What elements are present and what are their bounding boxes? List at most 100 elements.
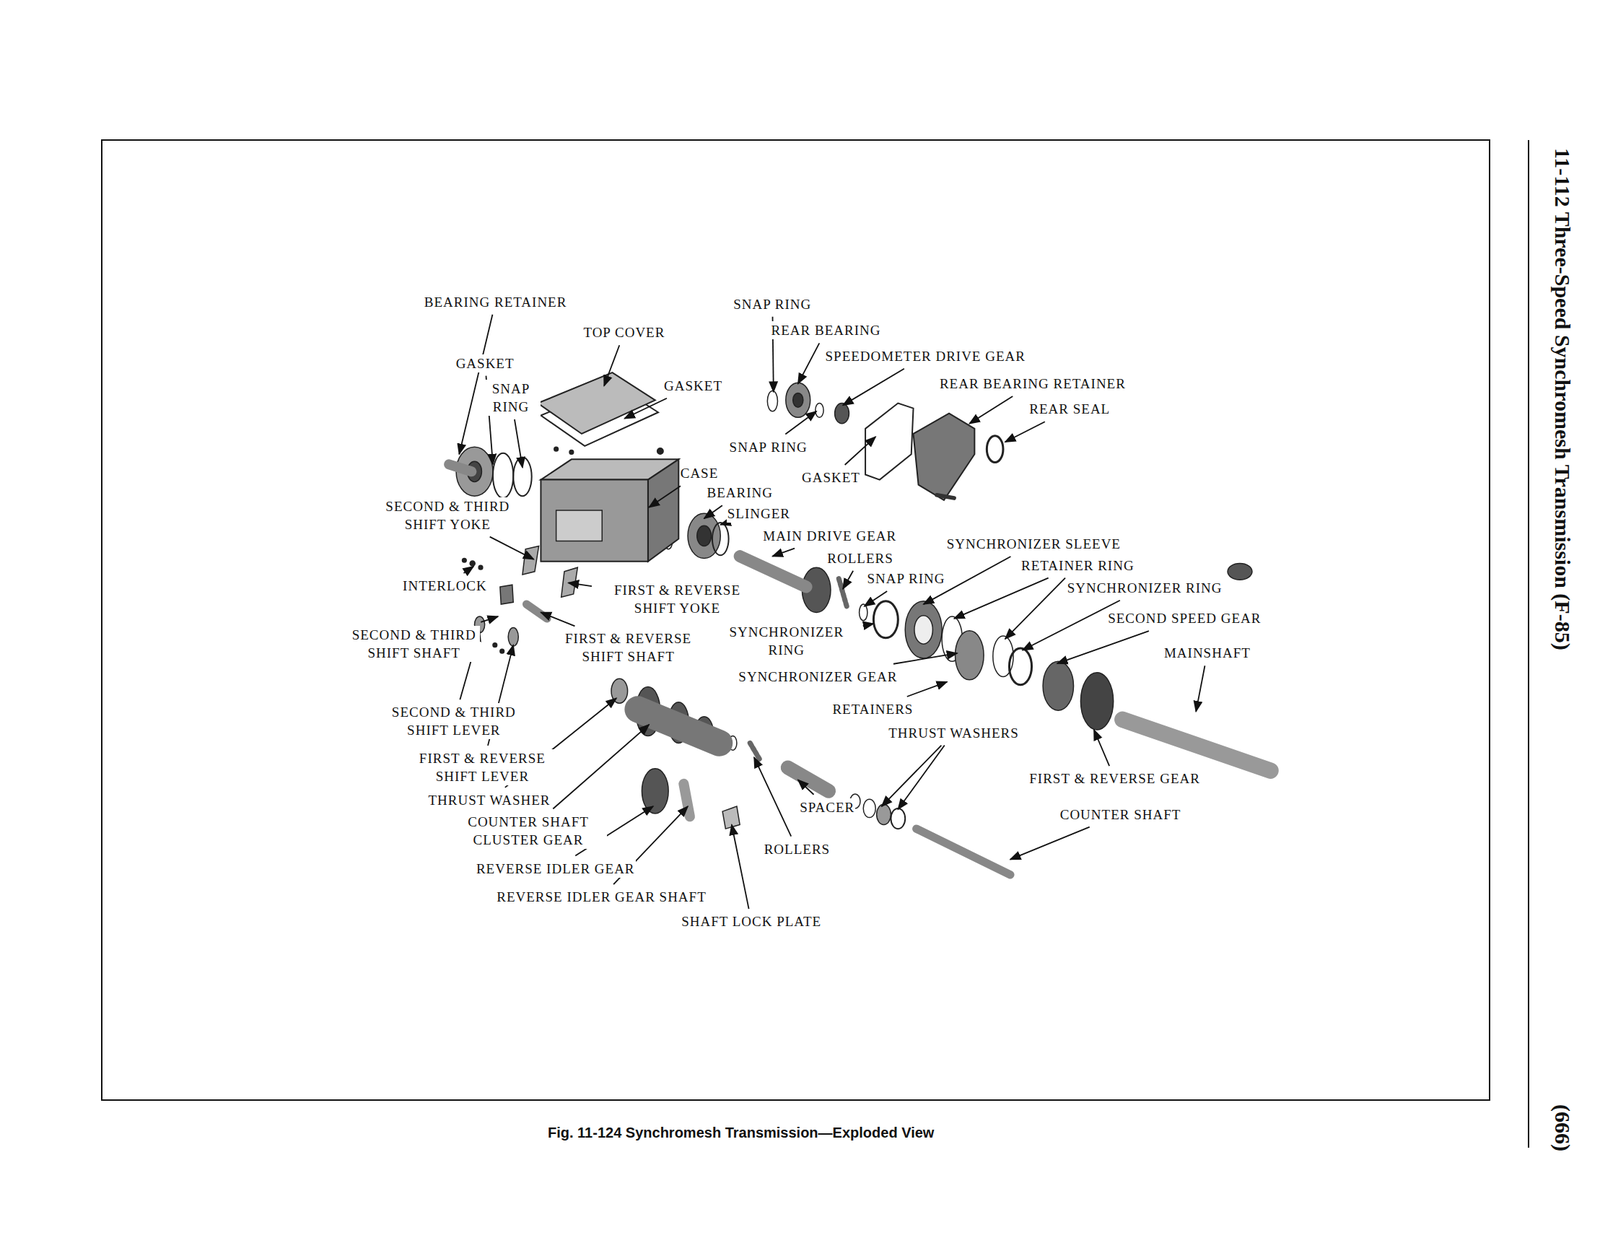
leader-line xyxy=(1022,600,1121,651)
leader-line xyxy=(1057,630,1149,664)
part-shape xyxy=(556,510,603,541)
part-label: REVERSE IDLER GEAR xyxy=(475,859,636,878)
leader-line xyxy=(568,582,592,587)
leader-line xyxy=(881,745,942,807)
leader-line xyxy=(604,344,620,386)
part-label: SECOND & THIRD SHIFT YOKE xyxy=(369,497,527,534)
leader-line xyxy=(1005,421,1046,442)
part-label: REAR SEAL xyxy=(1028,399,1111,418)
part-label: SYNCHRONIZER RING xyxy=(713,622,860,659)
leader-line xyxy=(648,485,681,507)
part-label: SYNCHRONIZER SLEEVE xyxy=(946,534,1122,553)
part-label: THRUST WASHERS xyxy=(887,723,1020,742)
leader-line xyxy=(552,724,649,810)
part-label: SLINGER xyxy=(726,504,791,523)
part-label: SECOND & THIRD SHIFT SHAFT xyxy=(348,625,480,662)
part-label: RETAINER RING xyxy=(1020,556,1136,575)
part-shape xyxy=(492,643,498,648)
leader-line xyxy=(845,436,877,465)
part-label: MAINSHAFT xyxy=(1163,643,1252,662)
part-shape xyxy=(914,615,933,645)
part-shape xyxy=(561,567,579,597)
part-label: SNAP RING xyxy=(481,379,541,416)
leader-line xyxy=(490,536,535,560)
part-label: GASKET xyxy=(801,468,861,487)
part-shape xyxy=(749,742,760,760)
leader-line xyxy=(480,616,498,623)
part-shape xyxy=(913,413,976,501)
part-shape xyxy=(469,560,475,566)
part-label: REAR BEARING RETAINER xyxy=(938,374,1127,393)
part-label: SYNCHRONIZER RING xyxy=(1066,578,1224,597)
part-shape xyxy=(637,709,720,744)
part-shape xyxy=(657,448,664,454)
figure-frame xyxy=(101,140,1490,1100)
part-label: GASKET xyxy=(663,376,724,395)
part-shape xyxy=(1042,661,1074,711)
part-label: SECOND & THIRD SHIFT LEVER xyxy=(375,702,532,740)
part-shape xyxy=(540,479,648,562)
leader-line xyxy=(720,523,723,525)
leader-line xyxy=(969,396,1013,424)
part-label: FIRST & REVERSE SHIFT LEVER xyxy=(400,749,565,786)
part-label: REVERSE IDLER GEAR SHAFT xyxy=(495,887,708,906)
part-label: SYNCHRONIZER GEAR xyxy=(737,667,898,686)
leader-line xyxy=(463,566,474,574)
part-label: COUNTER SHAFT CLUSTER GEAR xyxy=(450,812,607,849)
part-label: REAR BEARING xyxy=(770,321,882,340)
part-shape xyxy=(815,403,824,418)
part-shape xyxy=(890,808,906,829)
leader-line xyxy=(842,368,905,406)
leader-line xyxy=(514,419,523,468)
part-shape xyxy=(876,803,892,825)
part-shape xyxy=(873,601,898,638)
part-shape xyxy=(936,495,955,498)
running-head: 11-112 Three-Speed Synchromesh Transmiss… xyxy=(1550,147,1575,651)
part-label: ROLLERS xyxy=(826,549,894,568)
part-shape xyxy=(905,601,942,659)
running-head: (666) xyxy=(1550,1104,1575,1152)
part-shape xyxy=(554,446,559,452)
part-label: CASE xyxy=(679,464,720,483)
leader-line xyxy=(863,623,874,626)
part-label: SNAP RING xyxy=(728,438,809,457)
part-label: FIRST & REVERSE GEAR xyxy=(1028,769,1201,788)
part-label: FIRST & REVERSE SHIFT YOKE xyxy=(595,580,760,618)
part-label: SNAP RING xyxy=(866,569,946,588)
leader-line xyxy=(754,757,791,837)
part-shape xyxy=(683,783,690,817)
leader-line xyxy=(907,682,947,697)
leader-line xyxy=(624,398,667,419)
leader-line xyxy=(1005,578,1066,640)
part-shape xyxy=(569,450,574,455)
part-shape xyxy=(1008,648,1032,685)
part-label: MAIN DRIVE GEAR xyxy=(762,526,898,545)
leader-line xyxy=(540,611,575,626)
part-shape xyxy=(526,604,548,619)
part-label: THRUST WASHER xyxy=(427,790,551,810)
leader-line xyxy=(798,342,820,384)
leader-line xyxy=(1195,665,1205,711)
margin-rule xyxy=(1527,140,1530,1148)
part-shape xyxy=(788,767,830,791)
part-shape xyxy=(916,828,1011,875)
part-label: FIRST & REVERSE SHIFT SHAFT xyxy=(546,629,711,666)
part-shape xyxy=(1080,672,1113,730)
part-label: SPACER xyxy=(798,798,856,817)
part-label: INTERLOCK xyxy=(401,576,488,595)
part-shape xyxy=(508,627,519,646)
leader-line xyxy=(704,505,723,519)
part-shape xyxy=(712,522,729,555)
leader-line xyxy=(798,779,815,794)
leader-line xyxy=(893,653,957,664)
part-label: SECOND SPEED GEAR xyxy=(1107,609,1262,628)
part-shape xyxy=(835,403,850,424)
part-label: BEARING RETAINER xyxy=(423,293,568,312)
part-label: ROLLERS xyxy=(763,840,831,859)
part-shape xyxy=(537,372,656,434)
part-label: GASKET xyxy=(455,354,516,373)
leader-line xyxy=(864,591,888,607)
